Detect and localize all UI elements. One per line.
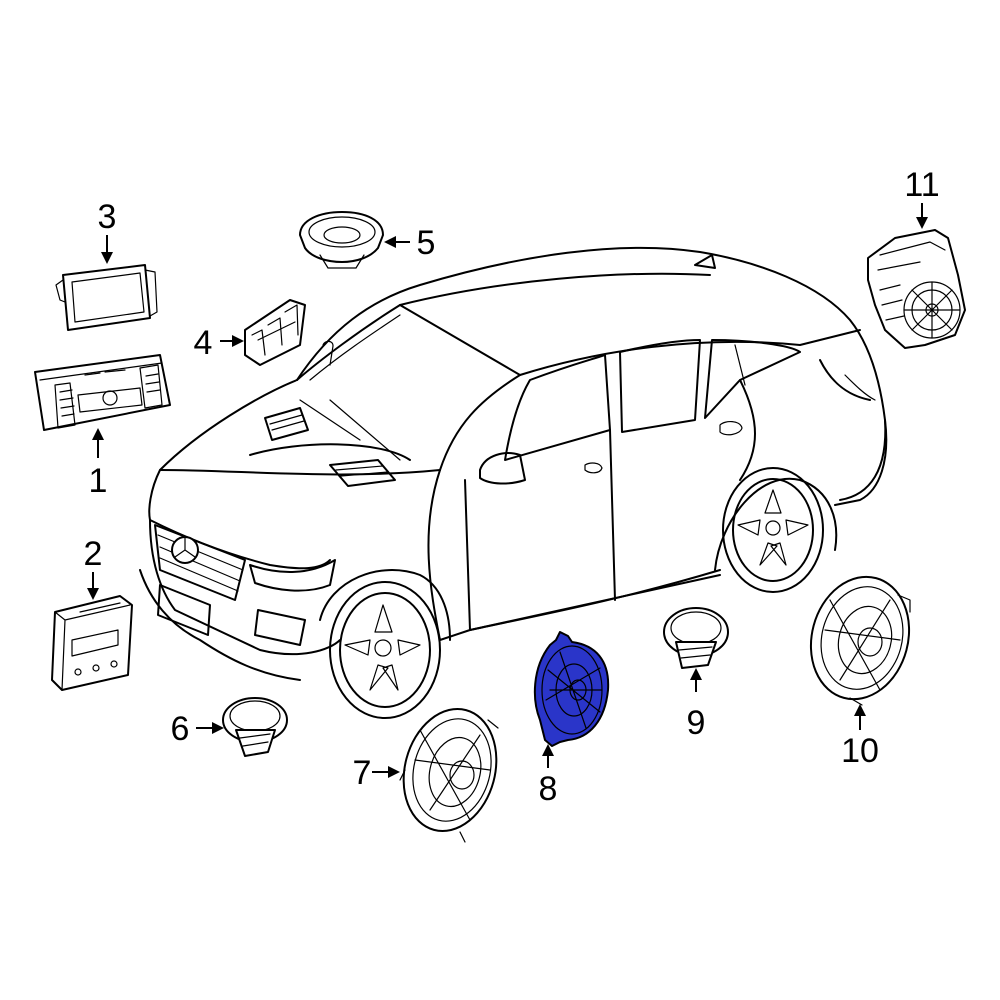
display-screen-icon: [55, 264, 158, 331]
callout-6-pointer: [196, 722, 224, 734]
callout-10: 10: [841, 732, 879, 770]
callout-7-pointer: [372, 766, 400, 778]
tweeter-speaker-icon: [299, 211, 384, 269]
callout-3: 3: [98, 198, 117, 236]
door-speaker-icon: [809, 575, 911, 706]
callout-8: 8: [539, 770, 558, 808]
vehicle-outline: [139, 246, 888, 719]
callout-10-pointer: [854, 704, 866, 730]
midrange-speaker-icon: [533, 631, 610, 747]
callout-9-pointer: [690, 668, 702, 692]
radio-unit-icon: [51, 595, 133, 691]
callout-9: 9: [687, 704, 706, 742]
callout-11-pointer: [916, 203, 928, 229]
callout-11: 11: [904, 166, 939, 204]
callout-2-pointer: [87, 572, 99, 600]
callout-6: 6: [171, 710, 190, 748]
callout-7: 7: [353, 754, 372, 792]
door-speaker-icon: [399, 707, 499, 843]
callout-4: 4: [194, 324, 213, 362]
callout-5: 5: [417, 224, 436, 262]
callout-3-pointer: [101, 235, 113, 264]
callout-8-pointer: [542, 744, 554, 768]
control-module-icon: [244, 299, 306, 366]
callout-1: 1: [89, 462, 108, 500]
callout-4-pointer: [220, 335, 244, 347]
callout-1-pointer: [92, 428, 104, 458]
small-speaker-icon: [663, 607, 729, 669]
small-speaker-icon: [222, 697, 288, 757]
subwoofer-icon: [867, 229, 966, 349]
callout-2: 2: [84, 535, 103, 573]
control-panel-icon: [34, 354, 171, 431]
callout-5-pointer: [384, 236, 410, 248]
